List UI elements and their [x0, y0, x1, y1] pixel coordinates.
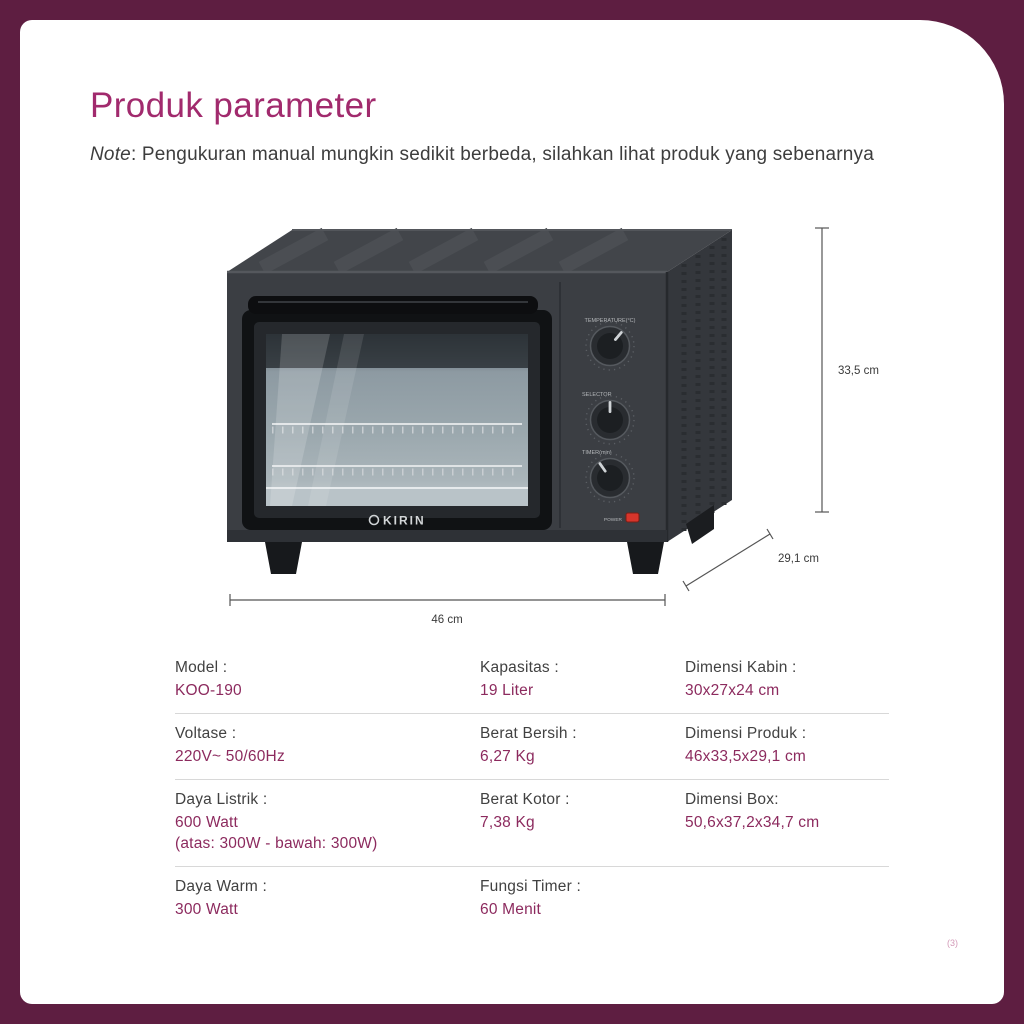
spec-cell-berat-bersih: Berat Bersih : 6,27 Kg — [480, 714, 685, 779]
brand-logo-text: KIRIN — [383, 514, 426, 528]
spec-value: 220V~ 50/60Hz — [175, 748, 285, 765]
spec-row-1: Model : KOO-190 Kapasitas : 19 Liter Dim… — [175, 648, 889, 713]
oven-foot-back — [686, 505, 714, 544]
spec-label: Dimensi Kabin : — [685, 659, 797, 676]
depth-dimension-label: 29,1 cm — [778, 553, 819, 565]
note-body: : Pengukuran manual mungkin sedikit berb… — [130, 144, 875, 165]
selector-label: SELECTOR — [582, 392, 612, 398]
brand-logo: KIRIN — [368, 514, 426, 528]
power-label: POWER — [604, 517, 623, 523]
spec-value: 46x33,5x29,1 cm — [685, 748, 807, 765]
selector-knob — [585, 395, 635, 445]
spec-row-2: Voltase : 220V~ 50/60Hz Berat Bersih : 6… — [175, 713, 889, 779]
spec-cell-daya-warm: Daya Warm : 300 Watt — [175, 867, 480, 932]
spec-label: Kapasitas : — [480, 659, 559, 676]
spec-row-4: Daya Warm : 300 Watt Fungsi Timer : 60 M… — [175, 866, 889, 932]
spec-cell-fungsi-timer: Fungsi Timer : 60 Menit — [480, 867, 685, 932]
spec-label: Berat Bersih : — [480, 725, 577, 742]
spec-cell-berat-kotor: Berat Kotor : 7,38 Kg — [480, 780, 685, 866]
spec-value: 300 Watt — [175, 901, 239, 918]
spec-label: Fungsi Timer : — [480, 878, 581, 895]
oven-handle — [248, 296, 538, 314]
spec-value: 60 Menit — [480, 901, 542, 918]
spec-cell-dimensi-kabin: Dimensi Kabin : 30x27x24 cm — [685, 648, 889, 713]
oven-diagram: KIRIN TEMPERATURE(°C) S — [227, 227, 879, 626]
spec-cell-dimensi-box: Dimensi Box: 50,6x37,2x34,7 cm — [685, 780, 889, 866]
spec-label: Daya Warm : — [175, 878, 268, 895]
note-label: Note — [90, 144, 131, 165]
spec-extra: (atas: 300W - bawah: 300W) — [175, 835, 378, 852]
spec-cell-model: Model : KOO-190 — [175, 648, 480, 713]
spec-cell-kapasitas: Kapasitas : 19 Liter — [480, 648, 685, 713]
temperature-knob — [585, 321, 635, 371]
power-light — [625, 512, 640, 523]
spec-value: 7,38 Kg — [480, 814, 535, 831]
spec-value: 6,27 Kg — [480, 748, 535, 765]
width-dimension-label: 46 cm — [431, 614, 462, 626]
oven-foot-right — [627, 542, 664, 574]
dimension-lines — [229, 227, 829, 606]
spec-cell-dimensi-produk: Dimensi Produk : 46x33,5x29,1 cm — [685, 714, 889, 779]
oven-door: KIRIN — [242, 296, 552, 530]
timer-label: TIMER(min) — [582, 450, 612, 456]
spec-label: Model : — [175, 659, 228, 676]
spec-value: KOO-190 — [175, 682, 242, 699]
spec-label: Dimensi Produk : — [685, 725, 807, 742]
spec-value: 50,6x37,2x34,7 cm — [685, 814, 820, 831]
spec-value: 600 Watt — [175, 814, 239, 831]
spec-value: 30x27x24 cm — [685, 682, 780, 699]
spec-label: Daya Listrik : — [175, 791, 268, 808]
spec-label: Voltase : — [175, 725, 237, 742]
page-title: Produk parameter — [90, 86, 377, 125]
timer-knob — [585, 453, 635, 503]
spec-label: Dimensi Box: — [685, 791, 779, 808]
corner-mark: (3) — [947, 938, 958, 948]
spec-label: Berat Kotor : — [480, 791, 570, 808]
spec-cell-daya-listrik: Daya Listrik : 600 Watt (atas: 300W - ba… — [175, 780, 480, 866]
content-card: Produk parameter Note: Pengukuran manual… — [20, 20, 1004, 1004]
note-text: Note: Pengukuran manual mungkin sedikit … — [90, 144, 1004, 166]
control-panel: TEMPERATURE(°C) SELECTOR TIMER(m — [559, 282, 640, 528]
oven-illustration: KIRIN TEMPERATURE(°C) S — [227, 227, 732, 574]
oven-foot-left — [265, 542, 302, 574]
spec-cell-empty — [685, 867, 889, 932]
spec-value: 19 Liter — [480, 682, 534, 699]
spec-table: Model : KOO-190 Kapasitas : 19 Liter Dim… — [175, 648, 889, 932]
height-dimension-label: 33,5 cm — [838, 365, 879, 377]
temperature-label: TEMPERATURE(°C) — [585, 318, 636, 324]
spec-cell-voltase: Voltase : 220V~ 50/60Hz — [175, 714, 480, 779]
spec-row-3: Daya Listrik : 600 Watt (atas: 300W - ba… — [175, 779, 889, 866]
product-diagram: KIRIN TEMPERATURE(°C) S — [82, 212, 942, 642]
